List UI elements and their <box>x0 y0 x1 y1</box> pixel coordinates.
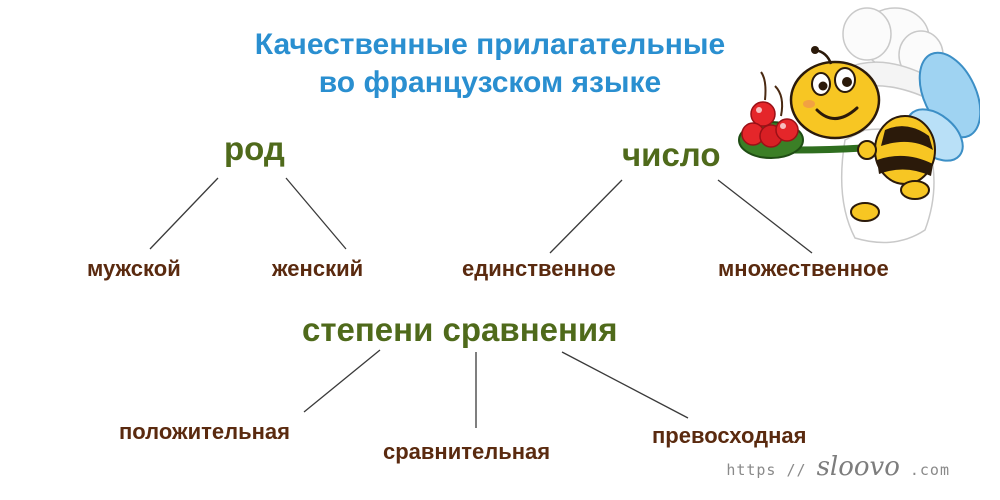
leaf-masculine: мужской <box>87 256 181 281</box>
page-title: Качественные прилагательные во французск… <box>190 26 790 102</box>
leaf-comparative: сравнительная <box>383 439 551 464</box>
leaf-superlative: превосходная <box>652 423 807 448</box>
connector-number-singular <box>549 179 623 254</box>
chef-hat-icon <box>842 7 944 102</box>
bee-body-icon <box>874 115 936 185</box>
title-line-1: Качественные прилагательные <box>254 28 726 61</box>
connector-comparison-superlative <box>561 351 689 419</box>
watermark-prefix: https // <box>726 461 807 479</box>
leaf-singular: единственное <box>462 256 616 281</box>
category-comparison: степени сравнения <box>302 311 618 348</box>
connector-comparison-positive <box>303 349 381 413</box>
leaf-plural: множественное <box>718 256 889 281</box>
watermark: https // sloovo .com <box>726 452 950 482</box>
bee-head-icon <box>789 46 881 140</box>
category-gender: род <box>224 130 285 167</box>
connector-number-plural <box>717 179 813 254</box>
watermark-suffix: .com <box>909 461 950 479</box>
category-number: число <box>622 136 721 173</box>
connector-gender-feminine <box>285 177 347 250</box>
watermark-brand: sloovo <box>816 452 900 482</box>
connector-gender-masculine <box>149 177 219 250</box>
bee-feet-icon <box>850 180 930 222</box>
title-line-2: во французском языке <box>318 66 662 99</box>
cherries-icon <box>741 71 799 148</box>
leaf-positive: положительная <box>119 419 291 444</box>
bee-chef-illustration <box>738 7 980 244</box>
leaf-feminine: женский <box>272 256 364 281</box>
